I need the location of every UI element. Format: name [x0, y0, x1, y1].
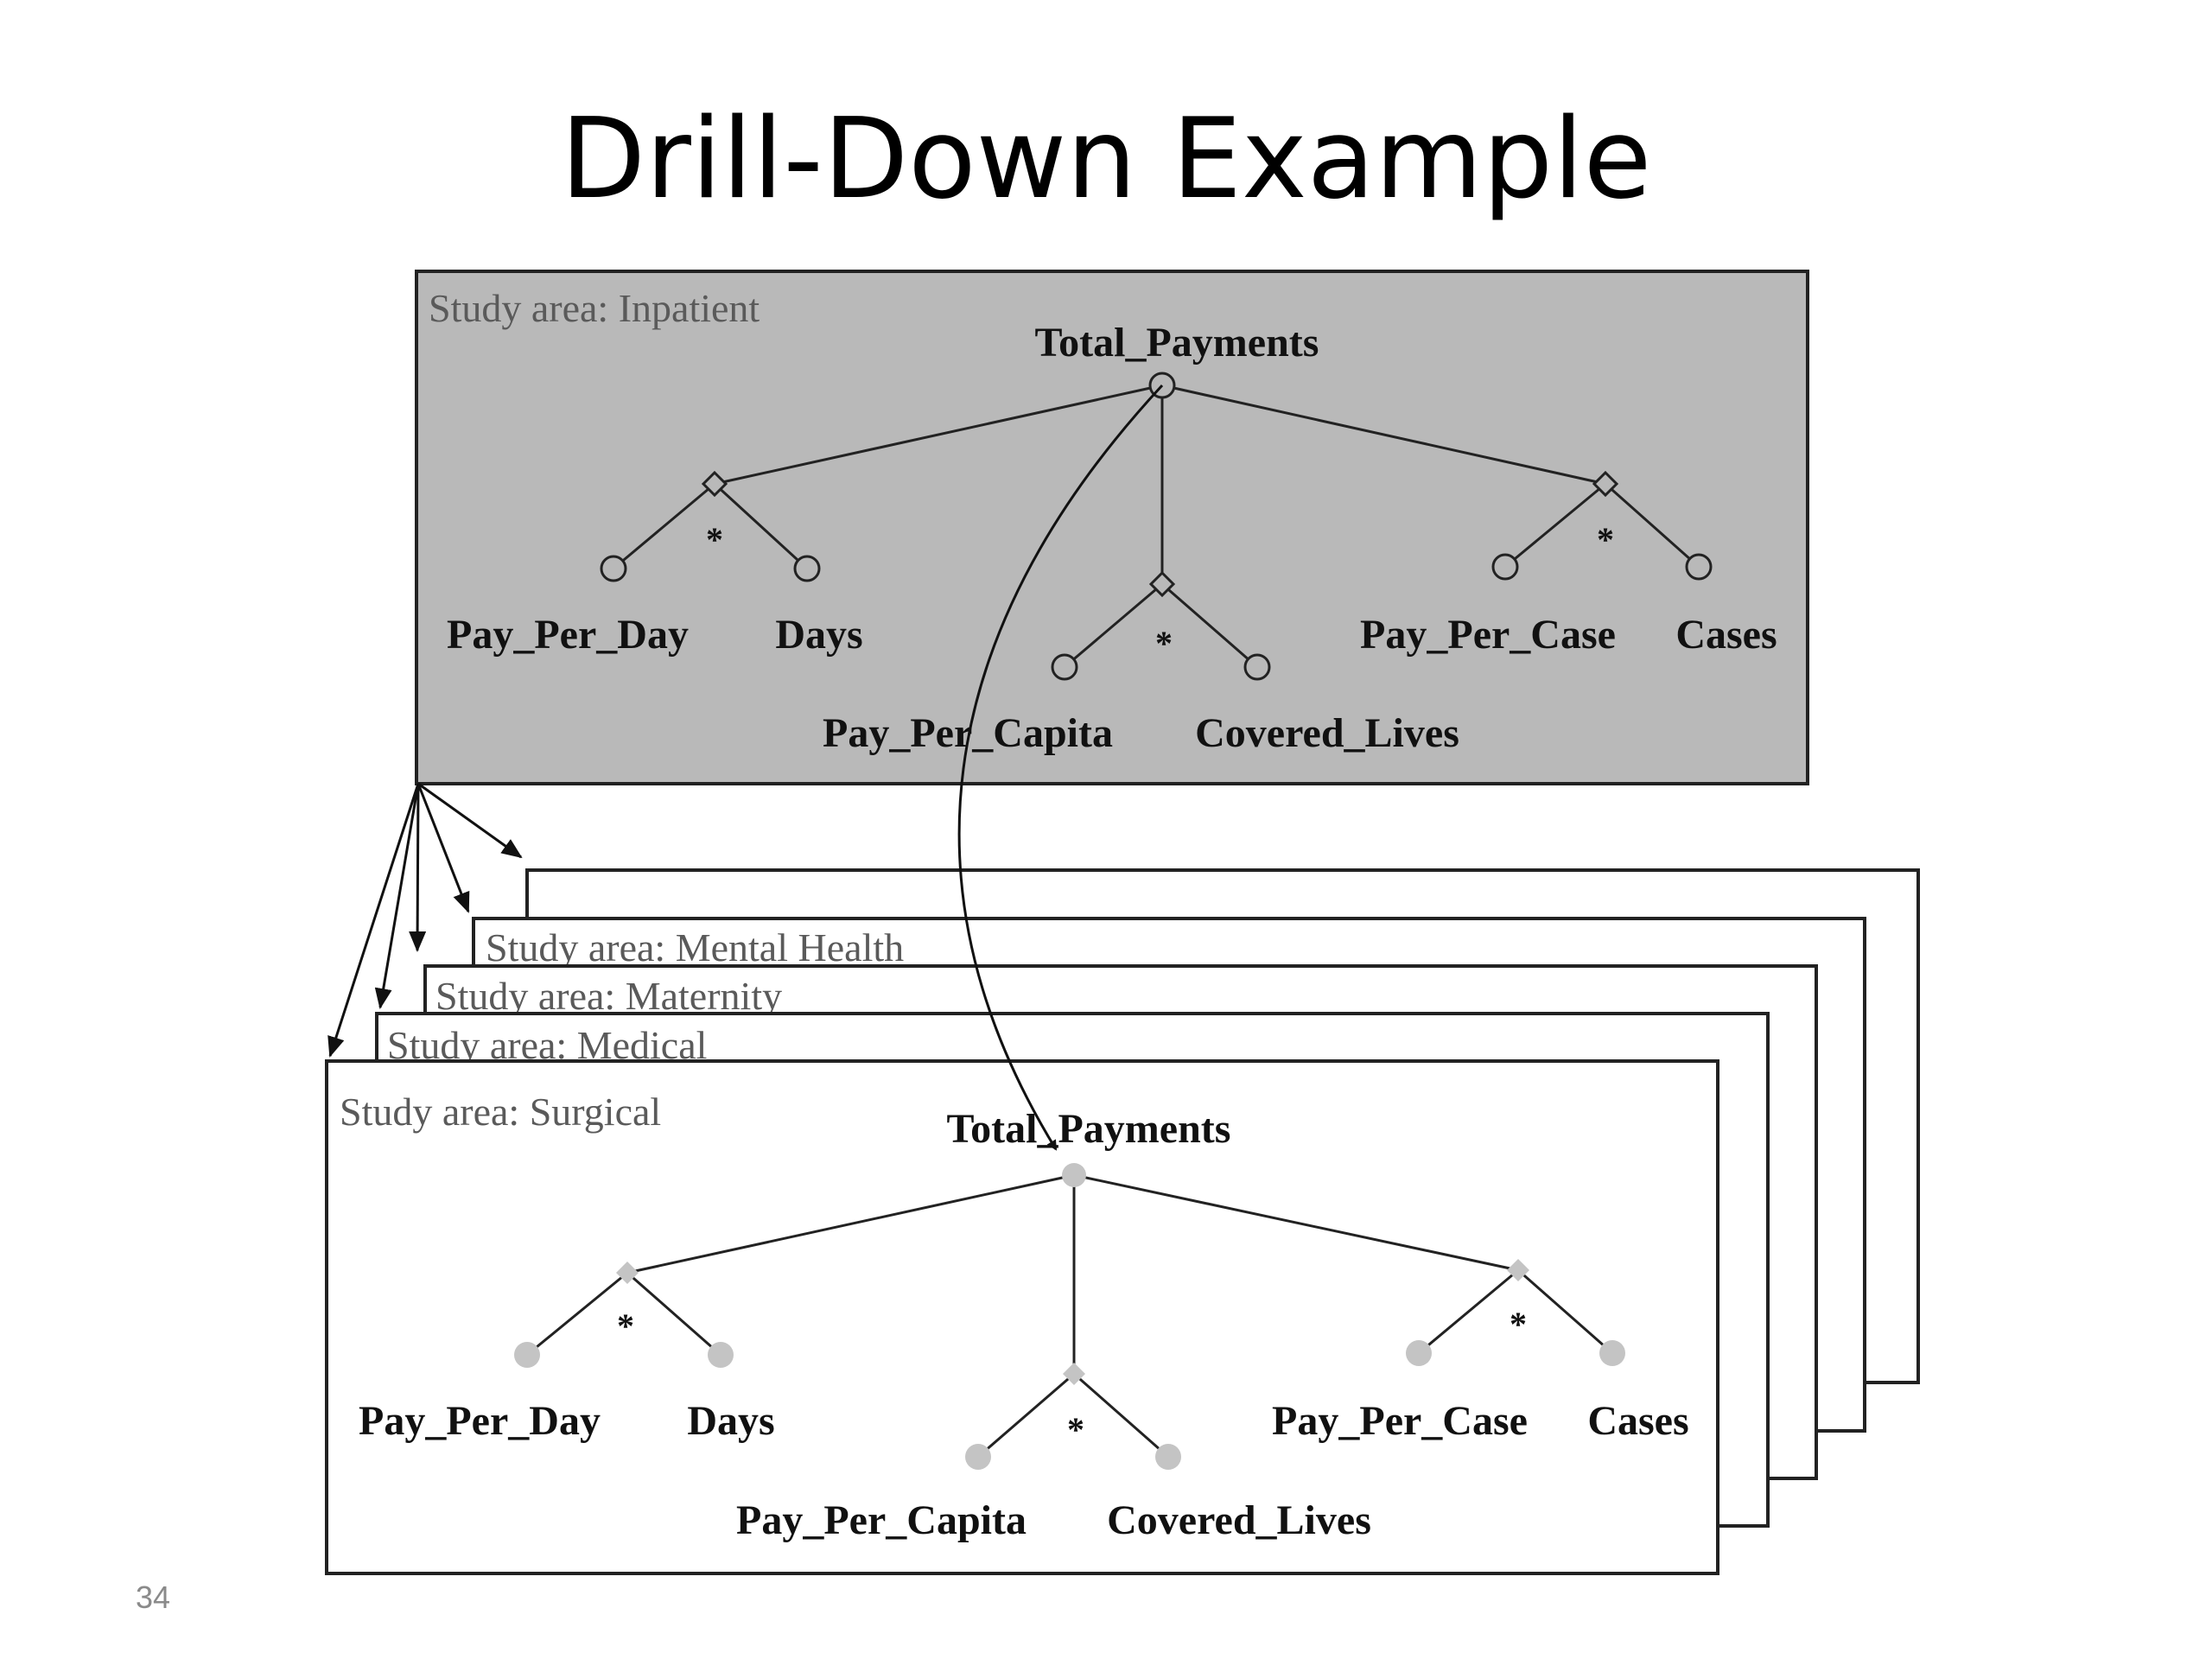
edge: [1161, 582, 1258, 669]
area-label-maternity: Study area: Maternity: [435, 974, 782, 1018]
area-label-inpatient: Study area: Inpatient: [429, 286, 760, 330]
edge: [713, 482, 809, 570]
edge: [1161, 384, 1606, 486]
leaf-node: [965, 1444, 991, 1470]
leaf-node: [708, 1342, 734, 1368]
slide-title: Drill-Down Example: [560, 95, 1652, 224]
leaf-label-pay-per-capita: Pay_Per_Capita: [823, 710, 1113, 756]
leaf-node: [1491, 553, 1519, 581]
slide-number: 34: [136, 1580, 171, 1615]
leaf-node: [1406, 1340, 1432, 1366]
drill-arrow: [374, 783, 420, 1009]
leaf-node: [793, 555, 821, 582]
leaf-label-pay-per-case: Pay_Per_Case: [1360, 612, 1616, 658]
leaf-label-pay-per-day: Pay_Per_Day: [447, 612, 689, 658]
root-label: Total_Payments: [947, 1106, 1231, 1152]
product-node: [1507, 1259, 1529, 1281]
root-node: [1062, 1163, 1086, 1187]
product-operator: *: [617, 1306, 634, 1345]
drill-arrow: [327, 783, 420, 1058]
drill-arrow: [417, 782, 523, 859]
edge: [1605, 482, 1700, 569]
product-operator: *: [1067, 1410, 1084, 1449]
leaf-label-cases: Cases: [1587, 1398, 1688, 1444]
edge: [626, 1271, 721, 1357]
drill-down-arrows: [327, 782, 523, 1058]
area-label-surgical: Study area: Surgical: [340, 1090, 661, 1134]
product-operator: *: [706, 520, 723, 559]
leaf-node: [1685, 553, 1713, 581]
leaf-label-pay-per-day: Pay_Per_Day: [359, 1398, 601, 1444]
product-node: [1063, 1363, 1085, 1385]
leaf-label-covered-lives: Covered_Lives: [1195, 710, 1459, 756]
top-panel-inpatient: Study area: Inpatient * * * Total_Paymen…: [415, 270, 1809, 785]
leaf-label-pay-per-capita: Pay_Per_Capita: [736, 1497, 1027, 1543]
product-node: [701, 470, 728, 498]
leaf-label-days: Days: [687, 1398, 774, 1444]
leaf-node: [600, 555, 627, 582]
edge: [613, 482, 715, 570]
product-node: [1148, 570, 1176, 598]
product-operator: *: [1597, 520, 1614, 559]
drill-arrow: [416, 783, 470, 913]
edge: [626, 1173, 1075, 1274]
leaf-node: [1155, 1444, 1181, 1470]
leaf-node: [1243, 653, 1271, 681]
leaf-label-pay-per-case: Pay_Per_Case: [1272, 1398, 1528, 1444]
edge: [526, 1271, 628, 1357]
leaf-node: [1051, 653, 1078, 681]
edge: [1073, 1372, 1169, 1459]
product-operator: *: [1155, 624, 1173, 663]
edge: [1517, 1268, 1613, 1355]
edge: [1418, 1268, 1519, 1355]
leaf-node: [1599, 1340, 1625, 1366]
edge: [714, 384, 1163, 486]
product-node: [616, 1262, 639, 1284]
product-node: [1592, 470, 1619, 498]
leaf-label-covered-lives: Covered_Lives: [1107, 1497, 1371, 1543]
leaf-node: [514, 1342, 540, 1368]
drill-link-curve: [957, 384, 1164, 1151]
drill-arrow: [409, 783, 427, 952]
area-label-mental-health: Study area: Mental Health: [486, 925, 904, 969]
edge: [977, 1372, 1075, 1459]
root-label: Total_Payments: [1035, 320, 1319, 365]
front-panel-surgical: Study area: Surgical * * * Total_Payment…: [325, 1059, 1719, 1575]
edge: [1073, 1173, 1519, 1272]
leaf-label-cases: Cases: [1675, 612, 1777, 658]
edge: [1064, 582, 1163, 669]
leaf-label-days: Days: [775, 612, 862, 658]
product-operator: *: [1510, 1305, 1527, 1344]
edge: [1504, 482, 1606, 569]
